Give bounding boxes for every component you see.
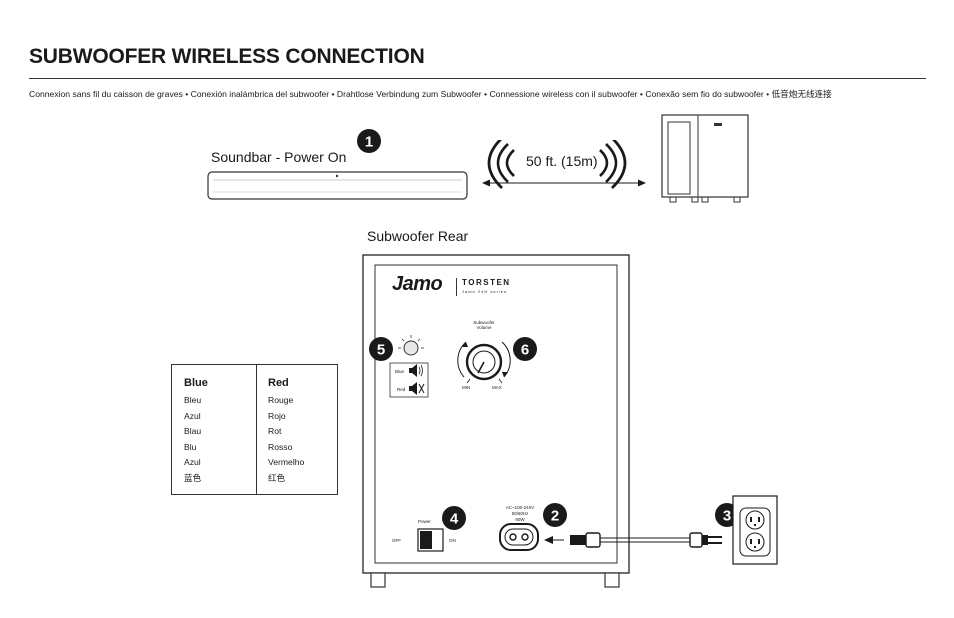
status-led [398, 335, 424, 356]
subwoofer-rear-label: Subwoofer Rear [367, 228, 469, 244]
power-cord-and-outlet [544, 495, 778, 565]
legend-item: Vermelho [268, 457, 305, 467]
soundbar-label: Soundbar - Power On [211, 149, 347, 165]
svg-text:4: 4 [450, 511, 459, 528]
indicator-blue-label: Blue [395, 369, 405, 374]
power-label: Power [418, 519, 431, 524]
logo-divider [456, 278, 457, 296]
svg-text:5: 5 [377, 342, 385, 359]
power-switch[interactable] [417, 528, 444, 552]
legend-blue-heading: Blue [184, 377, 208, 389]
power-plug-icon [570, 532, 722, 548]
volume-knob[interactable] [465, 343, 503, 381]
jamo-logo: Jamo [392, 273, 443, 295]
legend-item: Rojo [268, 410, 286, 421]
legend-item: 蓝色 [184, 472, 202, 483]
legend-item: Rouge [268, 395, 294, 405]
volume-max-label: MAX [492, 385, 502, 390]
speaker-mute-icon [409, 382, 425, 395]
wireless-distance-graphic [482, 140, 646, 190]
ac-power-inlet [499, 523, 539, 551]
subwoofer-illustration [661, 114, 749, 203]
title-divider [29, 78, 926, 79]
subwoofer-rear-panel [362, 254, 630, 588]
series-name: TORSTEN [462, 278, 511, 287]
legend-red-column: Red Rouge Rojo Rot Rosso Vermelho 红色 [268, 377, 304, 486]
step-5-badge: 5 [369, 337, 393, 361]
legend-item: Blu [184, 441, 197, 452]
legend-item: Blau [184, 426, 202, 436]
volume-min-label: MIN [462, 385, 471, 390]
svg-text:6: 6 [521, 342, 529, 359]
distance-label: 50 ft. (15m) [526, 153, 598, 169]
color-legend-table: Blue Bleu Azul Blau Blu Azul 蓝色 Red Roug… [171, 364, 338, 495]
legend-blue-column: Blue Bleu Azul Blau Blu Azul 蓝色 [184, 377, 208, 486]
legend-item: 红色 [268, 472, 286, 483]
legend-item: Azul [184, 457, 201, 467]
power-off-label: OFF [392, 538, 401, 543]
step-2-badge: 2 [543, 503, 567, 527]
step-1-badge: 1 [357, 129, 381, 153]
legend-item: Rot [268, 426, 282, 436]
legend-item: Bleu [184, 395, 202, 405]
power-on-label: ON [449, 538, 456, 543]
translated-subtitle: Connexion sans fil du caisson de graves … [29, 89, 832, 99]
step-4-badge: 4 [442, 506, 466, 530]
step-6-badge: 6 [513, 337, 537, 361]
svg-text:1: 1 [365, 134, 373, 151]
wall-outlet-icon [732, 495, 778, 565]
legend-item: Rosso [268, 441, 293, 452]
speaker-on-icon [409, 364, 423, 377]
svg-text:2: 2 [551, 508, 559, 525]
svg-text:3: 3 [723, 508, 731, 525]
legend-item: Azul [184, 410, 201, 421]
page-title: SUBWOOFER WIRELESS CONNECTION [29, 45, 425, 68]
series-subtitle: Jamo 24H series [462, 289, 508, 294]
soundbar-illustration [207, 171, 468, 200]
indicator-red-label: Red [397, 387, 406, 392]
legend-red-heading: Red [268, 377, 289, 389]
